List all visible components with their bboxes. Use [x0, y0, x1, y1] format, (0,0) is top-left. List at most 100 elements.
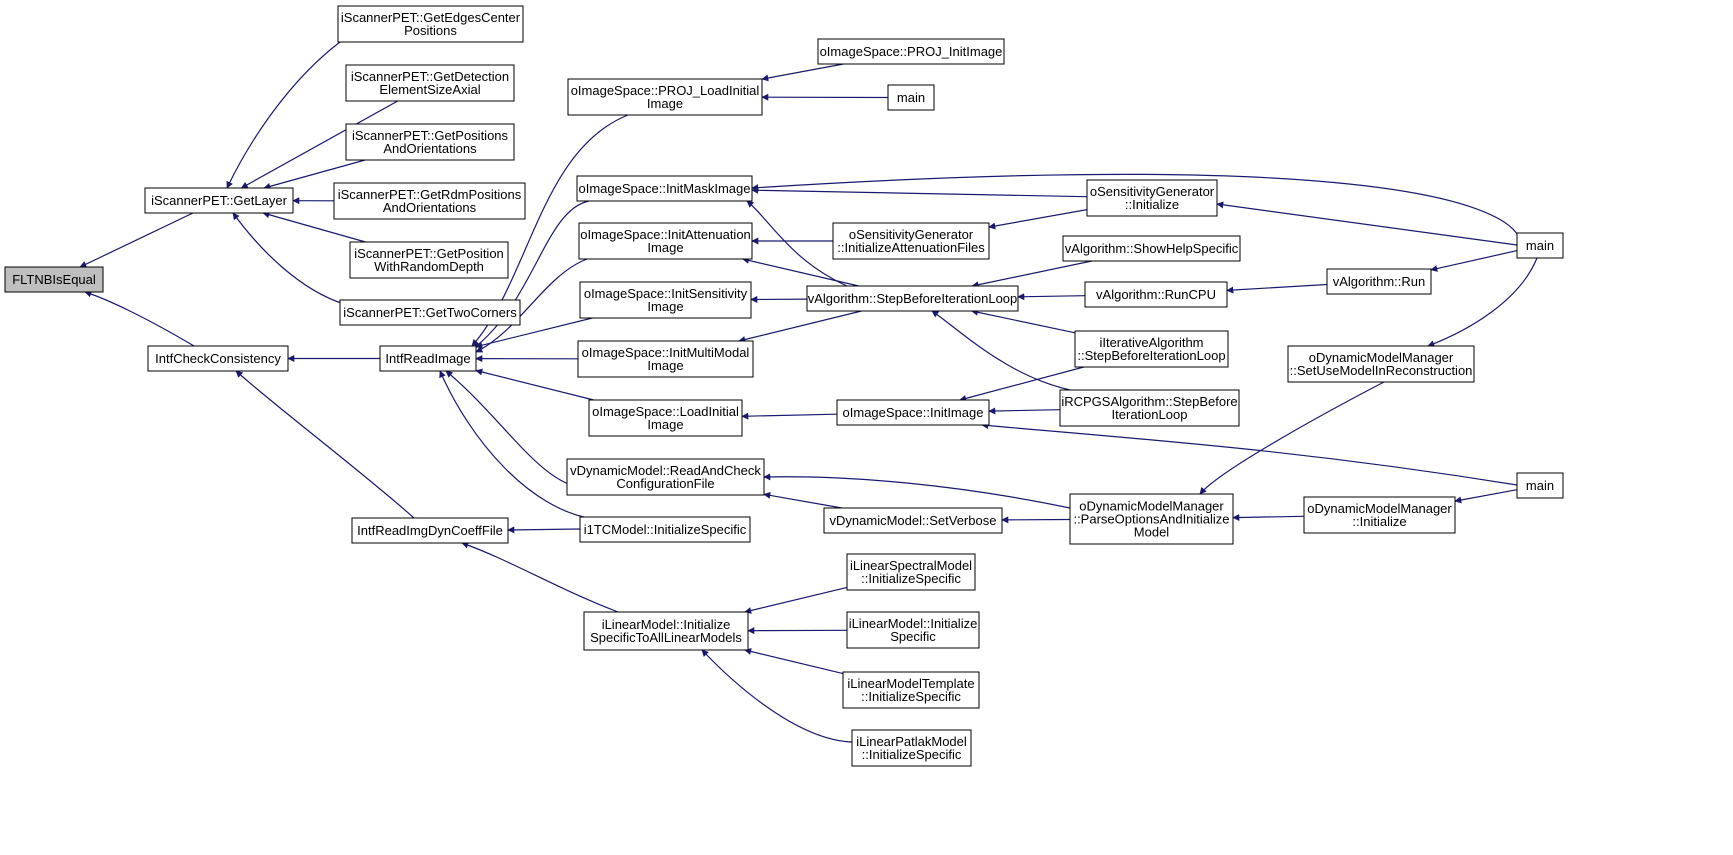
edge-initmask-to-intfread [473, 200, 590, 349]
edge-getlayer-to-fltnb [79, 212, 194, 268]
node-main2[interactable]: main [1516, 232, 1564, 259]
node-label: main [897, 90, 925, 105]
edge-sensinit-to-sensinitatt [988, 209, 1088, 230]
node-lspec[interactable]: iLinearSpectralModel::InitializeSpecific [846, 553, 976, 591]
node-box [588, 399, 743, 437]
node-label: iLinearModelTemplate::InitializeSpecific [847, 676, 974, 704]
edge-showhelp-to-stepbefore [971, 260, 1092, 289]
edge-getpos-to-getlayer [263, 159, 366, 190]
node-label: IntfReadImgDynCoeffFile [357, 523, 503, 538]
node-projinit[interactable]: oImageSpace::PROJ_InitImage [817, 38, 1005, 65]
node-box [349, 241, 509, 279]
node-runcpu[interactable]: vAlgorithm::RunCPU [1084, 281, 1228, 308]
node-box [345, 64, 515, 102]
edge-lspec-to-linit [744, 586, 848, 614]
edge-gettwo-to-getlayer [232, 212, 345, 305]
node-box [339, 299, 521, 326]
node-ltempl[interactable]: iLinearModelTemplate::InitializeSpecific [842, 671, 980, 709]
node-box [345, 123, 515, 161]
node-label: oSensitivityGenerator::Initialize [1090, 184, 1215, 212]
node-box [583, 611, 749, 651]
node-stepbefore[interactable]: vAlgorithm::StepBeforeIterationLoop [806, 285, 1019, 312]
node-label: oDynamicModelManager::SetUseModelInRecon… [1290, 350, 1473, 378]
node-box [337, 5, 524, 43]
node-box [836, 399, 990, 426]
edge-ltempl-to-linit [744, 648, 844, 675]
node-intfcheck[interactable]: IntfCheckConsistency [147, 345, 289, 372]
node-getlayer[interactable]: iScannerPET::GetLayer [144, 187, 294, 214]
node-initimage[interactable]: oImageSpace::InitImage [836, 399, 990, 426]
node-label: vAlgorithm::Run [1333, 274, 1425, 289]
node-box [4, 266, 104, 293]
node-box [842, 671, 980, 709]
edge-iterstep-to-stepbefore [971, 308, 1076, 334]
node-main1[interactable]: main [887, 84, 935, 111]
node-box [846, 553, 976, 591]
node-initmask[interactable]: oImageSpace::InitMaskImage [576, 175, 753, 202]
edge-setuse-to-parseopts [1199, 381, 1385, 495]
node-box [1516, 472, 1564, 499]
node-label: oImageSpace::InitMaskImage [579, 181, 751, 196]
node-iterstep[interactable]: iIterativeAlgorithm::StepBeforeIteration… [1074, 330, 1229, 368]
node-setverbose[interactable]: vDynamicModel::SetVerbose [823, 507, 1003, 534]
node-dmminit[interactable]: oDynamicModelManager::Initialize [1303, 496, 1456, 534]
node-box [1059, 389, 1240, 427]
node-i1tc[interactable]: i1TCModel::InitializeSpecific [579, 516, 751, 543]
node-label: iScannerPET::GetTwoCorners [343, 305, 517, 320]
node-sensinitatt[interactable]: oSensitivityGenerator::InitializeAttenua… [832, 222, 990, 260]
node-box [832, 222, 990, 260]
edge-main2-to-sensinit [1216, 201, 1518, 246]
node-intfread[interactable]: IntfReadImage [379, 345, 477, 372]
edge-main3-to-dmminit [1454, 489, 1518, 504]
edge-getposrd-to-getlayer [262, 211, 366, 243]
node-setuse[interactable]: oDynamicModelManager::SetUseModelInRecon… [1287, 345, 1475, 383]
node-box [1326, 268, 1432, 295]
node-box [147, 345, 289, 372]
node-sensinit[interactable]: oSensitivityGenerator::Initialize [1086, 179, 1218, 217]
node-box [887, 84, 935, 111]
node-label: vAlgorithm::StepBeforeIterationLoop [808, 291, 1018, 306]
node-showhelp[interactable]: vAlgorithm::ShowHelpSpecific [1062, 235, 1241, 262]
node-gettwo[interactable]: iScannerPET::GetTwoCorners [339, 299, 521, 326]
node-intfreaddyn[interactable]: IntfReadImgDynCoeffFile [351, 517, 509, 544]
edge-iterstep-to-initimage [959, 366, 1085, 402]
node-label: oImageSpace::InitImage [843, 405, 984, 420]
node-box [579, 516, 751, 543]
edge-intfcheck-to-fltnb [84, 290, 195, 347]
node-label: main [1526, 478, 1554, 493]
node-main3[interactable]: main [1516, 472, 1564, 499]
node-box [851, 729, 972, 767]
node-box [823, 507, 1003, 534]
node-label: i1TCModel::InitializeSpecific [584, 522, 747, 537]
node-box [1516, 232, 1564, 259]
node-fltnb: FLTNBIsEqual [4, 266, 104, 293]
node-lpatlak[interactable]: iLinearPatlakModel::InitializeSpecific [851, 729, 972, 767]
node-run[interactable]: vAlgorithm::Run [1326, 268, 1432, 295]
edge-stepbefore-to-initatt [742, 257, 859, 287]
node-box [379, 345, 477, 372]
edge-run-to-runcpu [1226, 283, 1328, 294]
node-parseopts[interactable]: oDynamicModelManager::ParseOptionsAndIni… [1069, 493, 1234, 545]
node-box [1303, 496, 1456, 534]
node-label: iIterativeAlgorithm::StepBeforeIteration… [1077, 335, 1225, 363]
